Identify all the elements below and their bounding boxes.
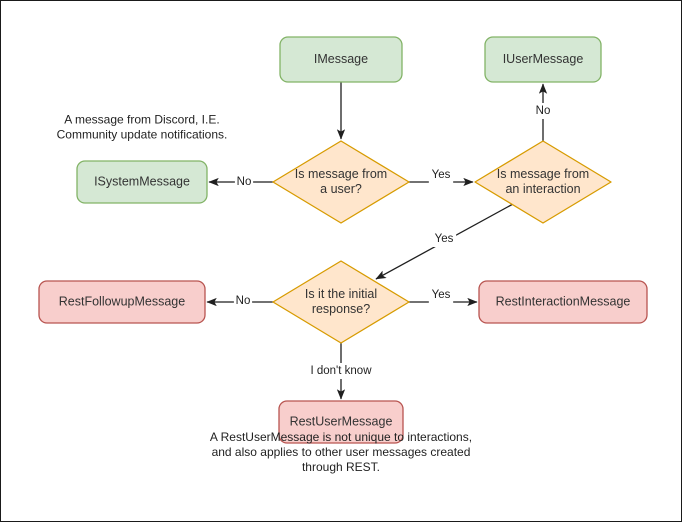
- edge-label-user-question-no-to-isystemmessage: No: [237, 176, 252, 188]
- note-isystemmessage-note: A message from Discord, I.E.Community up…: [57, 113, 228, 142]
- node-shape-rect: [478, 280, 648, 324]
- node-label: IUserMessage: [503, 52, 584, 66]
- node-shape-rect: [278, 400, 404, 444]
- edges-group: [206, 82, 548, 400]
- node-shape-rect: [279, 36, 403, 83]
- node-restusermessage[interactable]: RestUserMessage: [278, 400, 404, 444]
- node-label: response?: [312, 302, 370, 316]
- edge-label-backing: [301, 363, 381, 379]
- node-label: ISystemMessage: [94, 174, 190, 188]
- node-iusermessage[interactable]: IUserMessage: [484, 36, 602, 83]
- edge-label-backing: [234, 174, 254, 190]
- node-label: a user?: [320, 182, 362, 196]
- node-shape-diamond: [474, 140, 612, 224]
- node-shape-diamond: [272, 140, 410, 224]
- edge-label-backing: [428, 287, 454, 303]
- node-restfollowupmessage[interactable]: RestFollowupMessage: [38, 280, 206, 324]
- notes-group: A message from Discord, I.E.Community up…: [57, 113, 472, 475]
- node-restinteractionmessage[interactable]: RestInteractionMessage: [478, 280, 648, 324]
- note-line: and also applies to other user messages …: [212, 445, 471, 459]
- edge-label-interaction-question-no-to-iusermessage: No: [536, 105, 551, 117]
- node-isystemmessage[interactable]: ISystemMessage: [76, 160, 208, 204]
- edge-label-interaction-question-yes-to-initial-response-question: Yes: [435, 233, 454, 245]
- node-shape-diamond: [272, 260, 410, 344]
- edge-label-backing: [233, 293, 253, 309]
- node-label: Is message from: [497, 167, 589, 181]
- node-label: IMessage: [314, 52, 368, 66]
- node-imessage[interactable]: IMessage: [279, 36, 403, 83]
- node-shape-rect: [484, 36, 602, 83]
- edge-label-backing: [533, 103, 553, 119]
- node-label: Is message from: [295, 167, 387, 181]
- note-restusermessage-note: A RestUserMessage is not unique to inter…: [210, 430, 472, 474]
- edge-label-initial-response-idk-to-restusermessage: I don't know: [310, 365, 372, 377]
- edge-label-backing: [431, 231, 457, 247]
- node-label: RestInteractionMessage: [496, 294, 631, 308]
- node-label: Is it the initial: [305, 287, 377, 301]
- note-line: through REST.: [302, 460, 380, 474]
- note-line: A RestUserMessage is not unique to inter…: [210, 430, 472, 444]
- edge-label-backing: [428, 167, 454, 183]
- edge-label-initial-response-no-to-restfollowupmessage: No: [236, 295, 251, 307]
- node-shape-rect: [76, 160, 208, 204]
- note-line: Community update notifications.: [57, 128, 228, 142]
- note-line: A message from Discord, I.E.: [64, 113, 219, 127]
- node-shape-rect: [38, 280, 206, 324]
- edge-label-initial-response-yes-to-restinteractionmessage: Yes: [432, 289, 451, 301]
- node-label: RestUserMessage: [290, 414, 393, 428]
- node-label: an interaction: [505, 182, 580, 196]
- node-label: RestFollowupMessage: [59, 294, 185, 308]
- edge-label-user-question-yes-to-interaction-question: Yes: [432, 169, 451, 181]
